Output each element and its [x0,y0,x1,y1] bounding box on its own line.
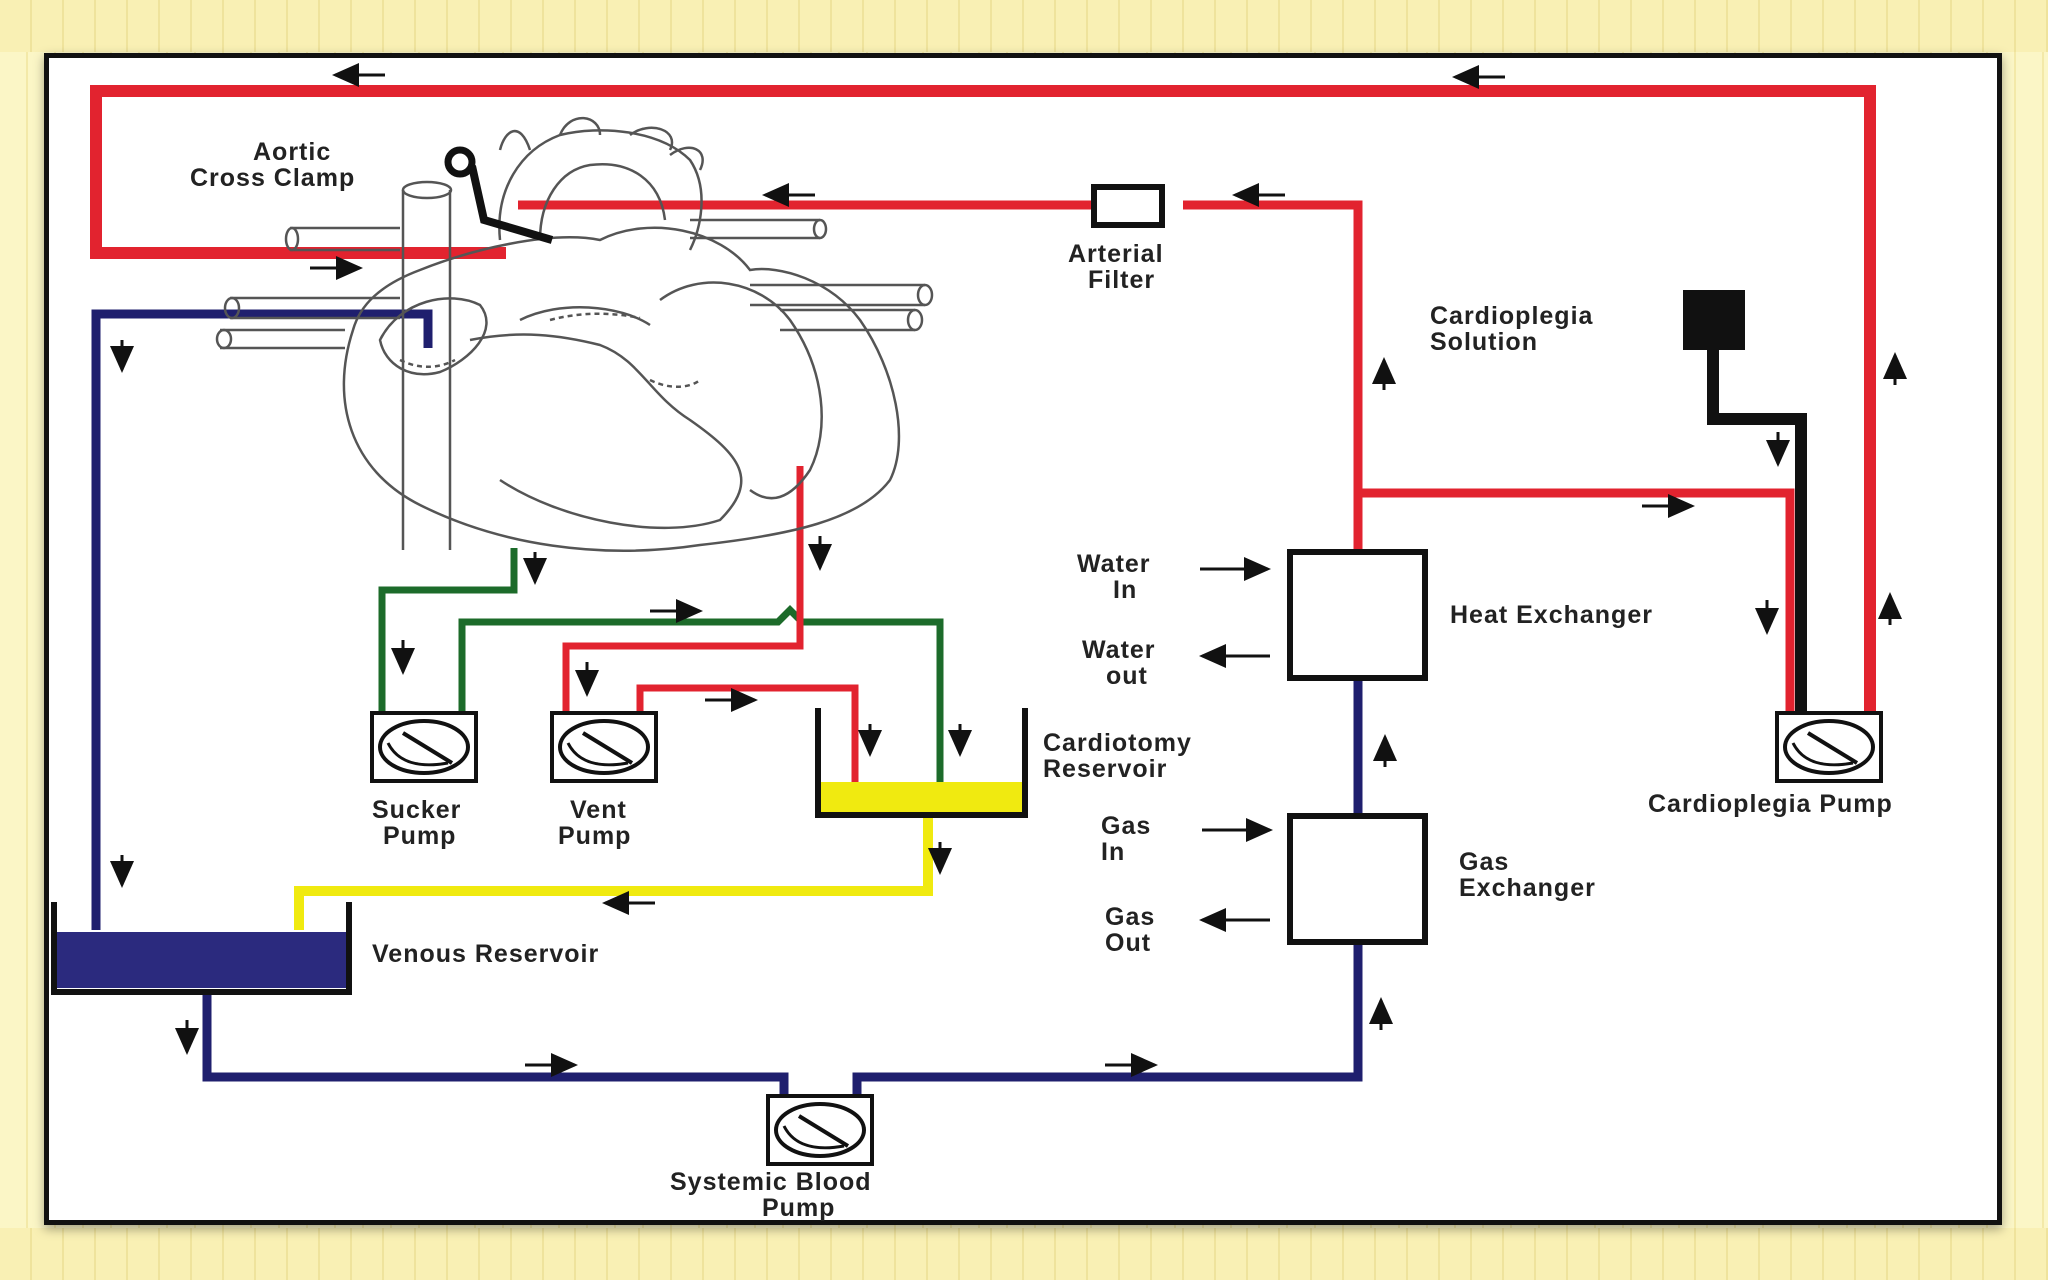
slide-background-bottom [0,1228,2048,1280]
arterial-filter-label-2: Filter [1088,266,1155,294]
arterial-filter-label-1: Arterial [1068,240,1164,268]
cardioplegia-solution-bag [1683,290,1745,350]
gas-exchanger-box [1287,813,1428,945]
venous-drainage-line [91,309,433,930]
cardiotomy-reservoir [815,708,1028,818]
gas-out-label-1: Gas [1105,903,1155,931]
cardioplegia-pump [1775,711,1883,783]
water-in-label-2: In [1113,576,1137,604]
cardioplegia-pump-label: Cardioplegia Pump [1648,790,1893,818]
gas-out-label-2: Out [1105,929,1151,957]
sucker-line-right [458,605,944,782]
vent-pump-label-2: Pump [558,822,631,850]
vent-pump-label-1: Vent [570,796,627,824]
systemic-blood-pump-label-1: Systemic Blood [670,1168,872,1196]
arterial-filter [1091,184,1165,228]
venous-reservoir-label: Venous Reservoir [372,940,599,968]
sucker-line-left [378,548,518,712]
water-in-label-1: Water [1077,550,1151,578]
water-out-label-2: out [1106,662,1148,690]
cardioplegia-blood-branch [1358,488,1795,715]
heat-exchanger-box [1287,549,1428,681]
heart-illustration [215,116,934,552]
aortic-cross-clamp-label-2: Cross Clamp [190,164,355,192]
gas-in-label-1: Gas [1101,812,1151,840]
sucker-pump-label-1: Sucker [372,796,461,824]
cardioplegia-solution-line [1707,350,1807,715]
systemic-blood-pump [766,1094,874,1166]
aortic-cross-clamp [444,146,554,244]
cardioplegia-solution-label-1: Cardioplegia [1430,302,1594,330]
gas-exchanger-label-1: Gas [1459,848,1509,876]
cardiotomy-reservoir-label-1: Cardiotomy [1043,729,1192,757]
systemic-blood-pump-label-2: Pump [762,1194,835,1222]
water-out-label-1: Water [1082,636,1156,664]
vent-line-outlet [636,684,859,782]
heat-exchanger-label: Heat Exchanger [1450,601,1653,629]
aortic-cross-clamp-label-1: Aortic [253,138,331,166]
cardioplegia-solution-label-2: Solution [1430,328,1538,356]
sucker-pump [370,711,478,783]
gas-in-label-2: In [1101,838,1125,866]
vent-line-inlet [562,466,804,712]
gas-exchanger-label-2: Exchanger [1459,874,1596,902]
cardioplegia-delivery-line [90,85,1876,715]
sucker-pump-label-2: Pump [383,822,456,850]
systemic-pump-outlet-line [852,944,1363,1096]
cardiotomy-reservoir-label-2: Reservoir [1043,755,1167,783]
vent-pump [550,711,658,783]
flow-arrows [110,63,1907,1077]
venous-outlet-line [202,990,789,1096]
slide-background-top [0,0,2048,52]
venous-reservoir [51,902,352,995]
arterial-line [1183,200,1363,552]
